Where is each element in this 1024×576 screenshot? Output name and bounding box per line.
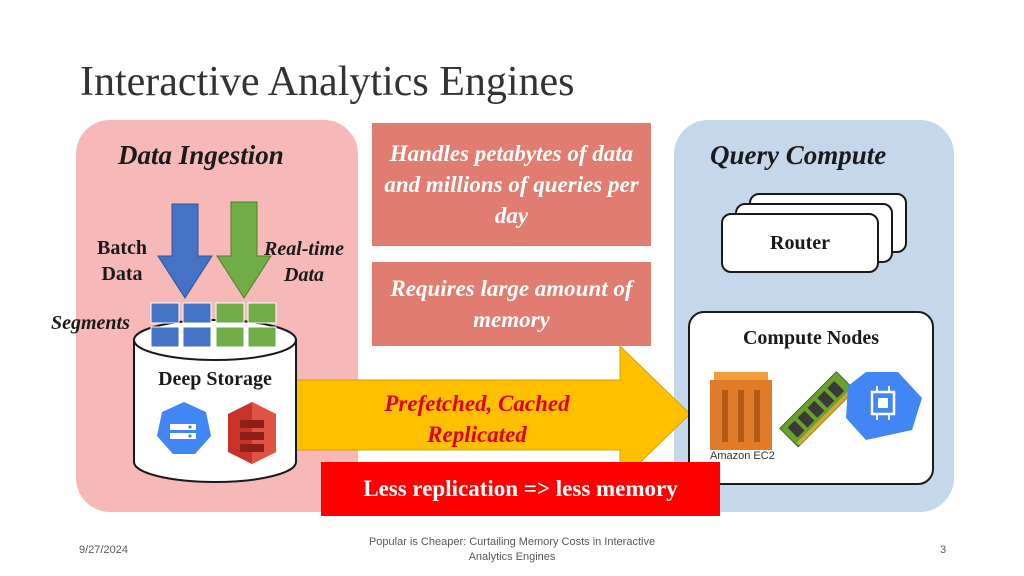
segments-label: Segments [51, 312, 130, 334]
transfer-label: Prefetched, Cached Replicated [346, 388, 608, 450]
memory-note: Requires large amount of memory [372, 262, 651, 346]
batch-data-label: Batch Data [97, 237, 147, 285]
google-cloud-storage-icon [157, 402, 211, 454]
google-compute-engine-icon [846, 372, 922, 440]
query-compute-title: Query Compute [710, 140, 887, 170]
data-ingestion-title: Data Ingestion [118, 140, 284, 170]
slide-title: Interactive Analytics Engines [80, 59, 575, 105]
amazon-s3-icon [228, 402, 276, 464]
slide-date: 9/27/2024 [79, 544, 128, 556]
petabytes-note: Handles petabytes of data and millions o… [372, 123, 651, 246]
less-replication-banner: Less replication => less memory [321, 462, 720, 516]
compute-nodes-label: Compute Nodes [742, 327, 880, 349]
router-label: Router [770, 232, 830, 254]
amazon-ec2-icon [710, 372, 772, 450]
batch-arrow [157, 203, 213, 299]
transfer-line-2: Replicated [427, 422, 527, 447]
slide-page-number: 3 [940, 544, 947, 556]
realtime-data-label: Real-time Data [264, 238, 344, 286]
router-card-front [721, 213, 879, 273]
ram-module-icon [779, 371, 856, 448]
realtime-arrow [216, 201, 272, 299]
deep-storage-label: Deep Storage [158, 368, 272, 390]
slide-footer-text: Popular is Cheaper: Curtailing Memory Co… [368, 536, 656, 563]
transfer-line-1: Prefetched, Cached [384, 391, 570, 416]
segment-blocks [150, 302, 277, 348]
amazon-ec2-label: Amazon EC2 [710, 450, 775, 462]
